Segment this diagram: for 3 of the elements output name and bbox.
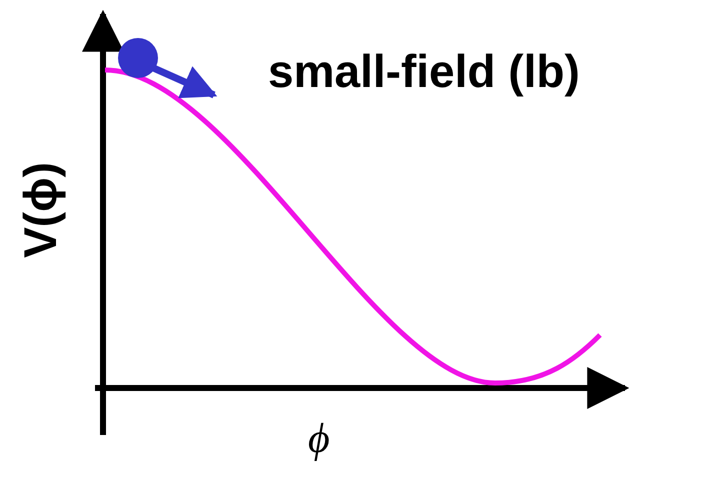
title: small-field (lb) bbox=[268, 48, 580, 94]
axis-label: V(ϕ) bbox=[17, 162, 63, 258]
axis-label: ϕ bbox=[308, 418, 330, 460]
